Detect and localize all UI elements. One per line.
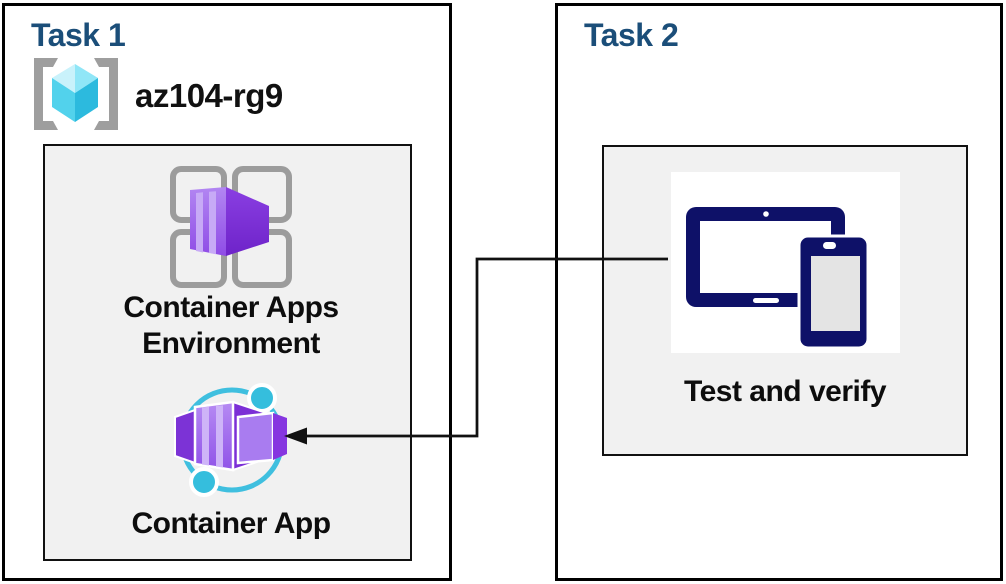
- task1-title: Task 1: [31, 17, 126, 53]
- resource-group-label: az104-rg9: [135, 77, 283, 114]
- resource-group-icon: [34, 58, 118, 130]
- container-apps-environment-label: Container Apps Environment: [123, 291, 339, 360]
- task1-box: Task 1 az104-rg9: [2, 3, 452, 581]
- task2-box: Task 2 Test and verify: [555, 3, 1003, 581]
- test-and-verify-label: Test and verify: [683, 375, 887, 408]
- container-apps-environment-icon: [170, 166, 292, 288]
- task2-title: Task 2: [584, 17, 679, 53]
- container-app-label: Container App: [131, 507, 331, 540]
- devices-icon-plate: [671, 172, 900, 353]
- container-app-icon: [174, 383, 287, 497]
- devices-icon: [686, 207, 870, 350]
